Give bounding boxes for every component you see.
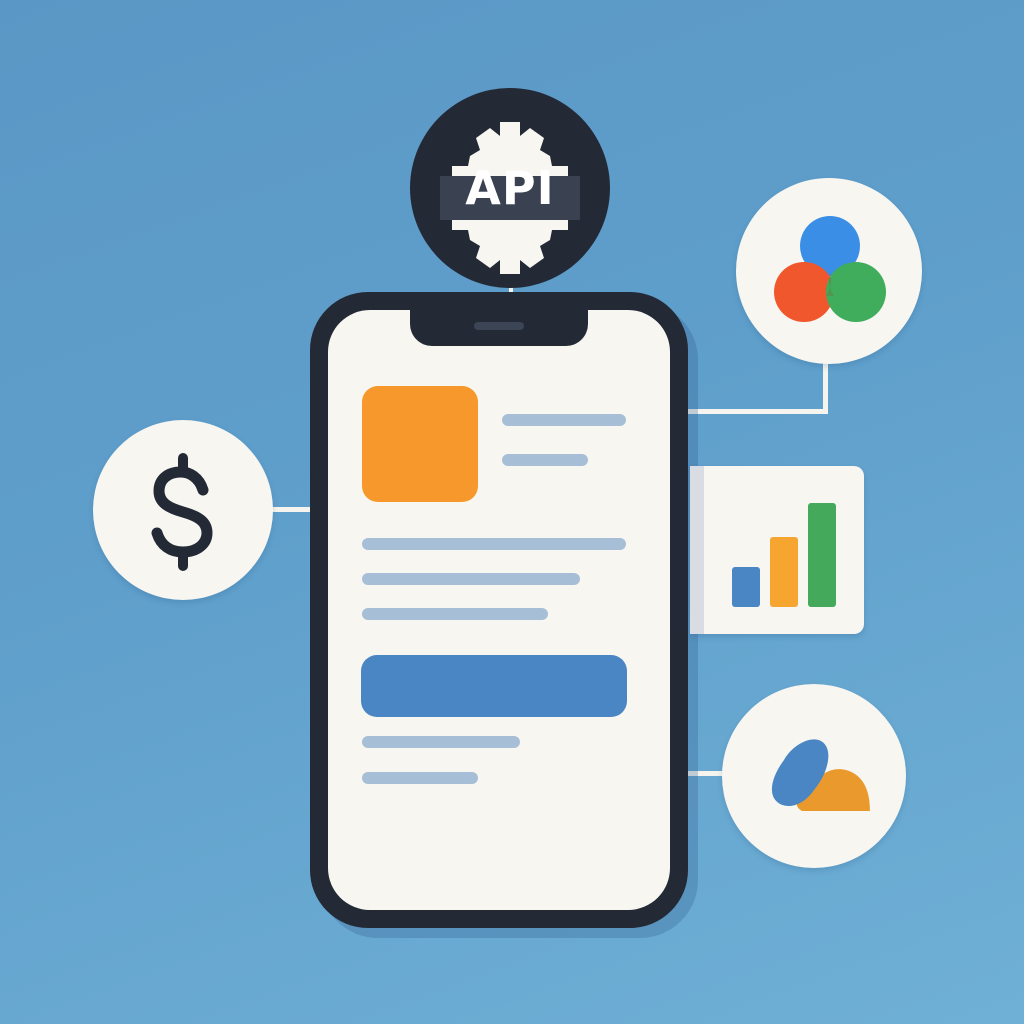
api-label: API (465, 161, 555, 215)
phone-speaker (474, 322, 524, 330)
color-circles-icon (774, 216, 886, 322)
blob-shapes-icon (771, 739, 870, 811)
payment-connector-line (268, 507, 312, 512)
phone-screen (328, 310, 670, 910)
chart-bar (808, 503, 836, 607)
text-placeholder-line (362, 608, 548, 620)
payment-node (93, 420, 273, 600)
text-placeholder-line (362, 573, 580, 585)
text-placeholder-line (362, 538, 626, 550)
image-thumbnail (362, 386, 478, 502)
phone-notch (410, 310, 588, 346)
primary-button[interactable] (361, 655, 627, 717)
color-node (736, 178, 922, 364)
subtitle-placeholder-line (502, 454, 588, 466)
chart-bar (732, 567, 760, 607)
text-placeholder-line (362, 772, 478, 784)
chart-card (690, 466, 864, 634)
color-connector-horizontal (688, 409, 828, 414)
color-connector-vertical (823, 360, 828, 414)
title-placeholder-line (502, 414, 626, 426)
card-edge (690, 466, 704, 634)
gear-icon (410, 88, 610, 288)
shapes-connector-line (688, 771, 728, 776)
phone-device (310, 292, 688, 928)
api-connector-line (509, 284, 513, 296)
shapes-node (722, 684, 906, 868)
dollar-sign-icon (151, 453, 213, 571)
text-placeholder-line (362, 736, 520, 748)
api-badge: API (410, 88, 610, 288)
chart-bar (770, 537, 798, 607)
